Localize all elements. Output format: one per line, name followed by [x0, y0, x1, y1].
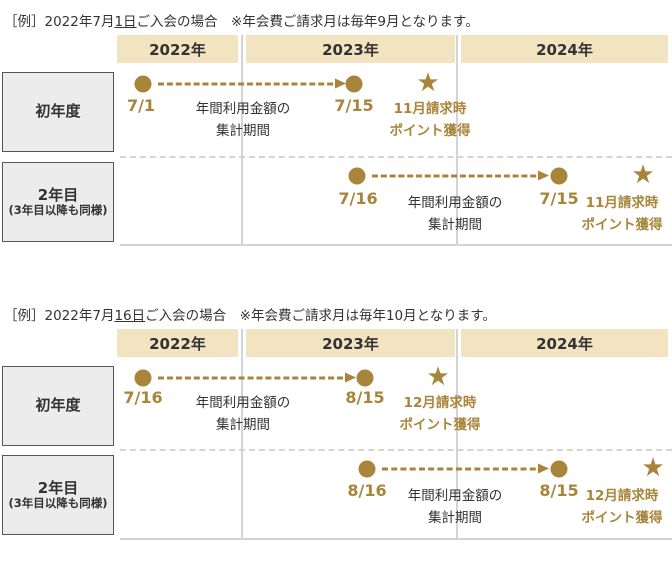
year-header-2023: 2023年 — [246, 35, 455, 63]
section-title: ［例］2022年7月1日ご入会の場合 ※年会費ご請求月は毎年9月となります。 — [4, 14, 479, 30]
year-header-2023: 2023年 — [246, 329, 455, 357]
point-text: 12月請求時ポイント獲得 — [581, 488, 663, 526]
example-section-2: ［例］2022年7月16日ご入会の場合 ※年会費ご請求月は毎年10月となります。… — [0, 304, 672, 564]
row-label-first-year: 初年度 — [2, 72, 114, 152]
point-text: 11月請求時ポイント獲得 — [581, 195, 663, 233]
end-dot — [550, 460, 568, 478]
bottom-line — [120, 538, 672, 540]
year-divider — [456, 35, 458, 246]
year-divider — [456, 329, 458, 540]
star-icon: ★ — [426, 362, 450, 392]
end-date: 8/15 — [539, 481, 579, 500]
end-date: 7/15 — [334, 96, 374, 115]
year-divider — [241, 329, 243, 540]
start-dot — [134, 75, 152, 93]
year-header-2022: 2022年 — [117, 329, 238, 357]
star-icon: ★ — [631, 160, 655, 190]
star-icon: ★ — [641, 453, 665, 483]
row-divider — [120, 449, 672, 451]
section-title: ［例］2022年7月16日ご入会の場合 ※年会費ご請求月は毎年10月となります。 — [4, 308, 496, 324]
start-date: 7/16 — [123, 388, 163, 407]
year-divider — [241, 35, 243, 246]
period-arrow — [158, 372, 356, 383]
end-date: 8/15 — [345, 388, 385, 407]
start-dot — [134, 369, 152, 387]
period-text: 年間利用金額の集計期間 — [195, 101, 291, 139]
end-dot — [345, 75, 363, 93]
start-date: 8/16 — [347, 481, 387, 500]
start-date: 7/16 — [338, 189, 378, 208]
example-section-1: ［例］2022年7月1日ご入会の場合 ※年会費ご請求月は毎年9月となります。 2… — [0, 10, 672, 270]
point-text: 12月請求時ポイント獲得 — [399, 395, 481, 433]
row-label-first-year: 初年度 — [2, 366, 114, 446]
year-header-2024: 2024年 — [461, 329, 668, 357]
period-arrow — [382, 463, 549, 474]
row-label-second-year: 2年目(3年目以降も同様) — [2, 162, 114, 242]
year-header-2022: 2022年 — [117, 35, 238, 63]
period-arrow — [158, 78, 346, 89]
point-text: 11月請求時ポイント獲得 — [389, 101, 471, 139]
row-divider — [120, 156, 672, 158]
period-arrow — [372, 170, 549, 181]
end-dot — [356, 369, 374, 387]
end-dot — [550, 167, 568, 185]
period-text: 年間利用金額の集計期間 — [195, 395, 291, 433]
row-label-second-year: 2年目(3年目以降も同様) — [2, 455, 114, 535]
start-date: 7/1 — [126, 96, 156, 115]
year-header-2024: 2024年 — [461, 35, 668, 63]
start-dot — [348, 167, 366, 185]
star-icon: ★ — [416, 68, 440, 98]
bottom-line — [120, 244, 672, 246]
end-date: 7/15 — [539, 189, 579, 208]
period-text: 年間利用金額の集計期間 — [407, 195, 503, 233]
period-text: 年間利用金額の集計期間 — [407, 488, 503, 526]
start-dot — [358, 460, 376, 478]
